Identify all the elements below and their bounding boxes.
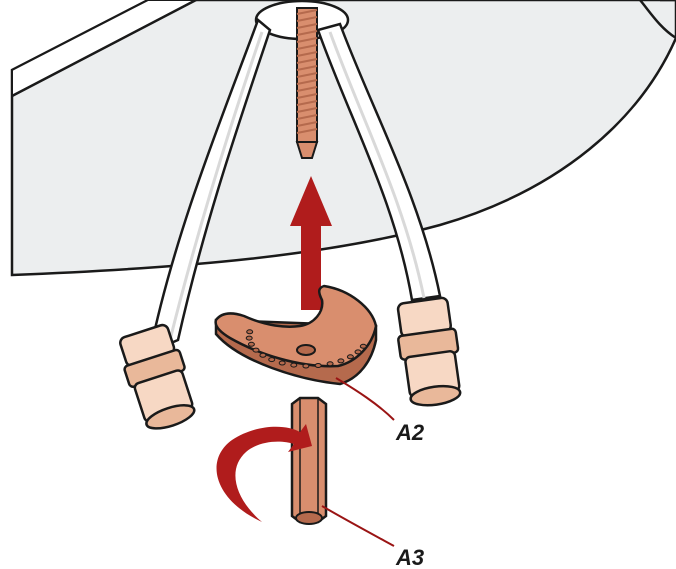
nut-plate-center-hole <box>297 345 315 355</box>
label-a3: A3 <box>395 545 424 569</box>
tool-bar-end <box>296 512 322 524</box>
label-a2: A2 <box>395 420 425 445</box>
plate-hole <box>315 364 321 368</box>
plate-hole <box>247 330 253 334</box>
plate-hole <box>279 361 285 365</box>
plate-hole <box>291 363 297 367</box>
leader-a3 <box>322 506 394 546</box>
plate-hole <box>269 358 275 362</box>
plate-hole <box>360 344 366 348</box>
plate-hole <box>253 348 259 352</box>
threaded-rod <box>297 8 317 158</box>
plate-hole <box>327 362 333 366</box>
plate-hole <box>246 336 252 340</box>
nut-plate-icon <box>216 286 376 384</box>
tool-bar-body <box>292 398 326 522</box>
plate-hole <box>303 364 309 368</box>
plate-hole <box>338 359 344 363</box>
fitting-right <box>393 297 465 409</box>
plate-hole <box>248 342 254 346</box>
fitting-left <box>115 322 201 434</box>
leader-a2 <box>336 378 394 420</box>
plate-hole <box>347 355 353 359</box>
tool-bar-icon <box>292 398 326 524</box>
plate-hole <box>355 350 361 354</box>
plate-hole <box>260 353 266 357</box>
